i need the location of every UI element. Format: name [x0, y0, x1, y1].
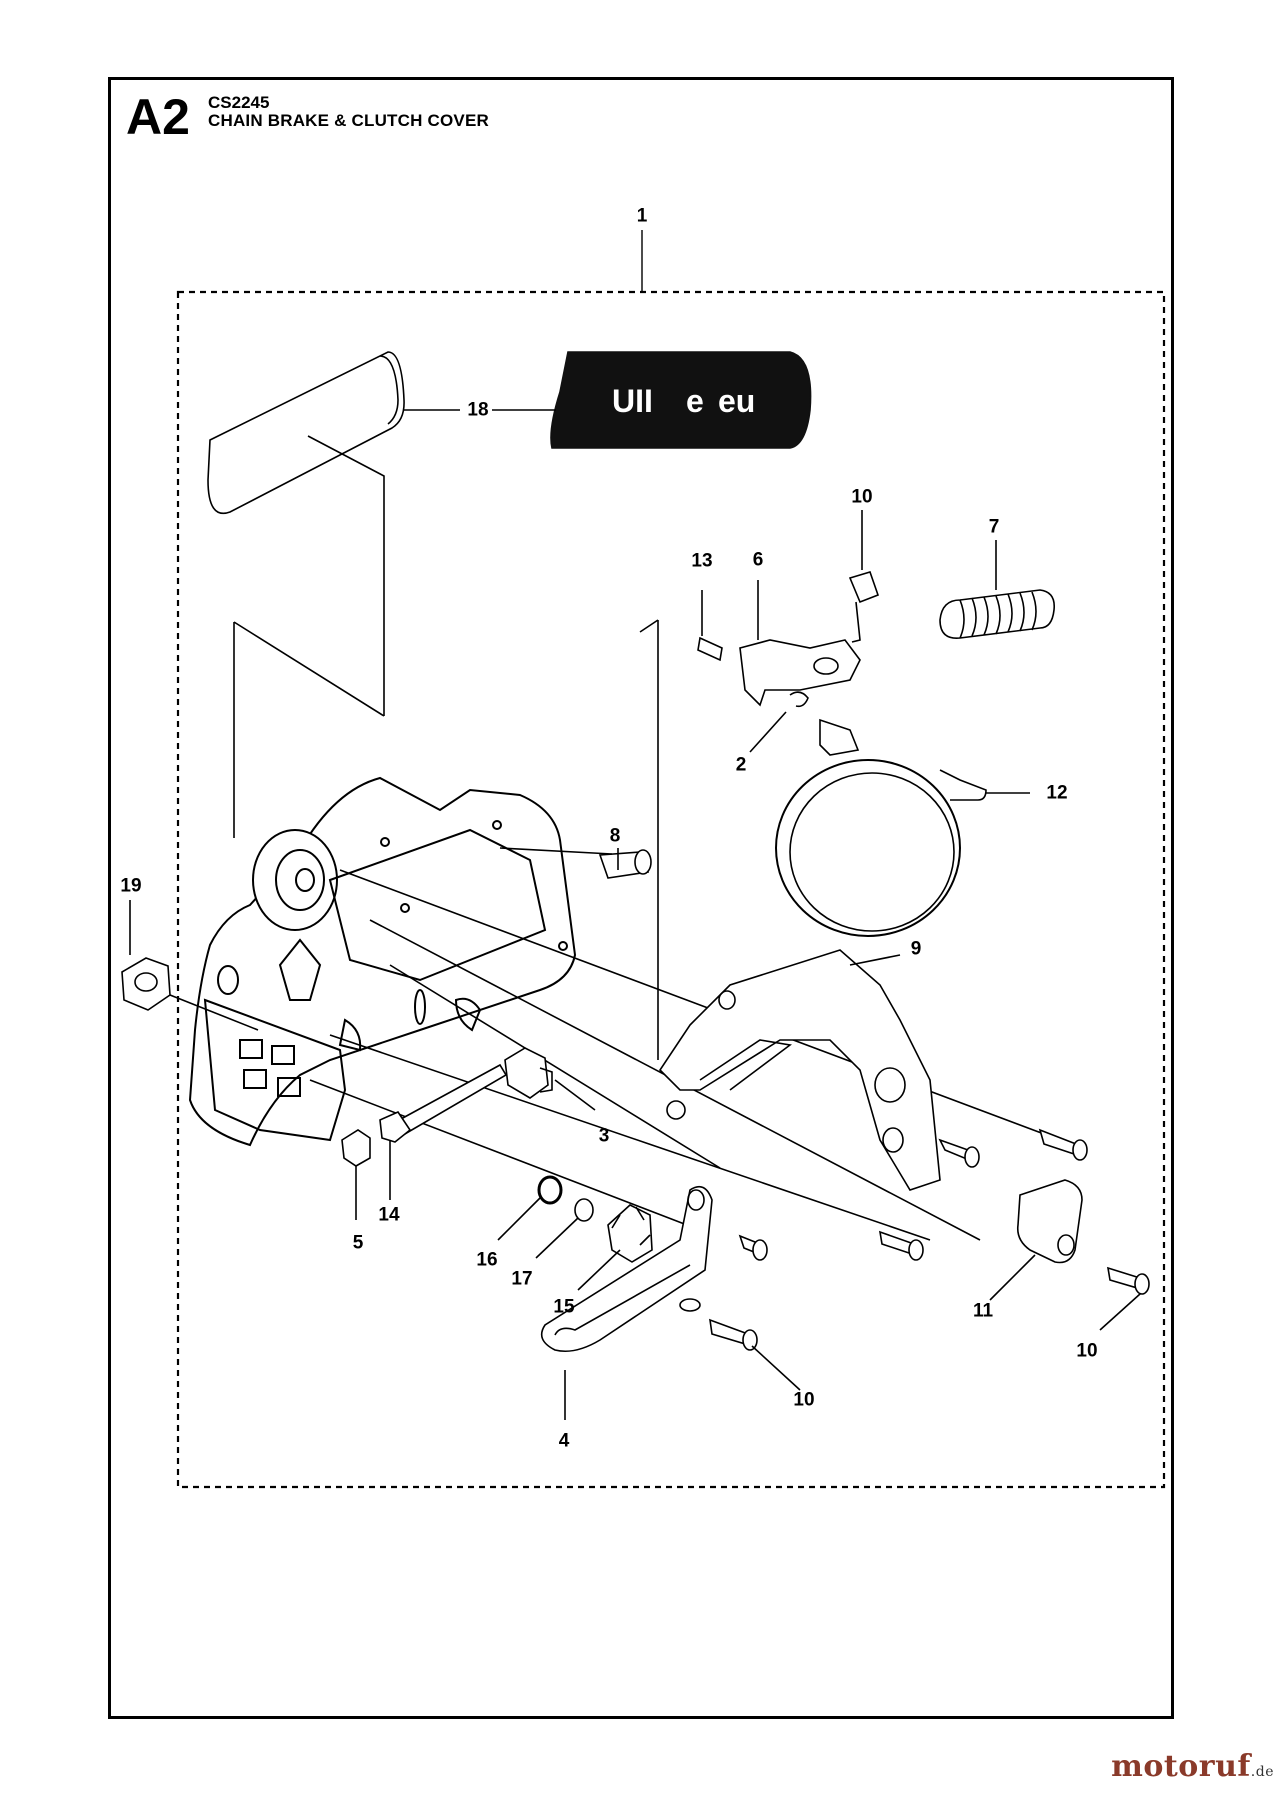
window-decal-part	[207, 351, 460, 716]
callout-11: 11	[972, 1300, 994, 1322]
knob-part	[989, 1179, 1083, 1301]
callout-19: 19	[120, 875, 142, 897]
clutch-cover-body	[188, 776, 577, 1147]
callout-18: 18	[467, 399, 489, 421]
spring-part	[939, 540, 1056, 639]
callout-7: 7	[988, 516, 1000, 538]
callout-6: 6	[752, 549, 764, 571]
screw-part-e	[709, 1318, 801, 1391]
watermark-brand: motoruf	[1111, 1749, 1251, 1784]
svg-text:e: e	[686, 383, 704, 419]
brake-handle-part	[658, 949, 941, 1191]
washer-part	[535, 1198, 594, 1259]
screw-part-f	[1099, 1266, 1150, 1331]
model-number: CS2245	[208, 93, 270, 112]
svg-text:UII: UII	[612, 383, 653, 419]
gear-part	[577, 1204, 653, 1291]
callout-5: 5	[352, 1232, 364, 1254]
callout-10-top: 10	[851, 486, 873, 508]
section-code: A2	[126, 89, 190, 145]
handle-guard-part	[540, 1185, 713, 1420]
pin-part	[697, 590, 723, 662]
screw-part-c	[878, 1230, 924, 1261]
callout-13: 13	[691, 550, 713, 572]
callout-16: 16	[476, 1249, 498, 1271]
retainer-clip-part	[749, 691, 809, 753]
callout-8: 8	[609, 825, 621, 847]
sleeve-part	[598, 848, 652, 879]
adjuster-part	[504, 1047, 596, 1111]
kit-boundary	[176, 290, 1166, 1489]
callout-3: 3	[598, 1125, 610, 1147]
callout-12: 12	[1046, 782, 1068, 804]
brake-band-part	[775, 718, 1030, 937]
o-ring-part	[497, 1175, 563, 1241]
nut-small-part	[341, 1129, 371, 1220]
brand-decal-part: UII e eu	[492, 351, 812, 449]
callout-9: 9	[910, 938, 922, 960]
callout-17: 17	[511, 1268, 533, 1290]
svg-text:eu: eu	[718, 383, 755, 419]
brake-lever-part	[739, 580, 861, 707]
callout-10-right: 10	[1076, 1340, 1098, 1362]
callout-14: 14	[378, 1204, 400, 1226]
nut-part	[121, 900, 259, 1031]
adjusting-screw-part	[379, 1063, 508, 1200]
page-frame	[108, 77, 1174, 1719]
callout-1: 1	[636, 205, 648, 227]
callout-10-bottom: 10	[793, 1389, 815, 1411]
callout-2: 2	[735, 754, 747, 776]
watermark-logo: motoruf.de	[1111, 1749, 1274, 1784]
screw-part-a	[938, 1138, 980, 1168]
callout-15: 15	[553, 1296, 575, 1318]
screw-part-d	[738, 1234, 768, 1261]
diagram-title: CHAIN BRAKE & CLUTCH COVER	[208, 111, 489, 130]
watermark-tld: .de	[1250, 1764, 1274, 1780]
screw-part-b	[1038, 1128, 1088, 1161]
callout-4: 4	[558, 1430, 570, 1452]
lever-screw-part	[848, 510, 880, 643]
